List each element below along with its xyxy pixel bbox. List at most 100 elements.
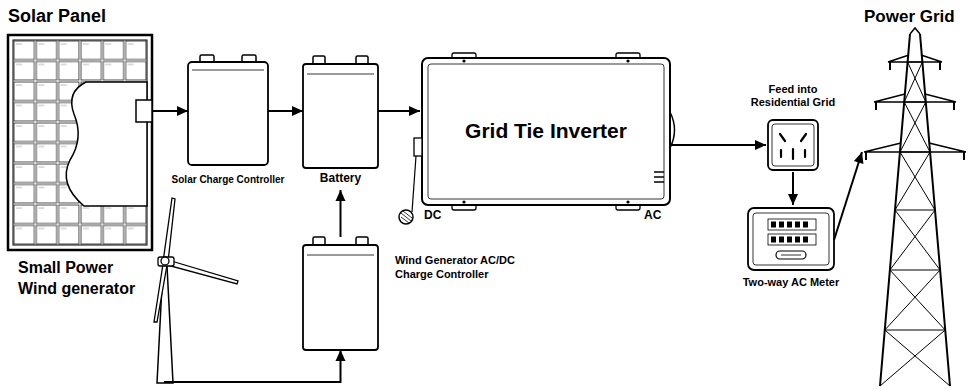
two-way-meter-node: Two-way AC Meter bbox=[748, 205, 834, 272]
arrow-head bbox=[336, 350, 346, 361]
node-label: Wind Generator AC/DC Charge Controller bbox=[395, 253, 530, 281]
inverter-figure-part bbox=[654, 171, 664, 173]
solar-panel-figure-part bbox=[13, 40, 147, 245]
label-holder: Small Power Wind generator bbox=[18, 257, 143, 299]
flow-arrow bbox=[378, 106, 420, 116]
label-holder: Solar Panel bbox=[8, 5, 152, 27]
wind-charge-controller-node: Wind Generator AC/DC Charge Controller bbox=[303, 237, 378, 350]
inverter-figure-part bbox=[626, 200, 629, 203]
wind-turbine-figure-part bbox=[167, 260, 238, 284]
flow-arrow bbox=[336, 190, 346, 237]
terminal-label: AC bbox=[644, 208, 674, 223]
arrow-head bbox=[336, 190, 346, 201]
power-tower-node: Power Grid bbox=[862, 32, 968, 386]
wind-controller-figure bbox=[303, 237, 378, 350]
meter-figure-part bbox=[781, 255, 801, 256]
flow-line bbox=[672, 144, 766, 146]
inverter-figure-part bbox=[399, 210, 413, 224]
flow-arrow bbox=[788, 172, 798, 205]
wind-turbine-figure-part bbox=[158, 257, 174, 266]
flow-arrow bbox=[152, 106, 188, 116]
label-holder: Feed into Residential Grid bbox=[743, 83, 843, 109]
wind-generator-node: Small Power Wind generator bbox=[100, 195, 240, 383]
label-holder: Wind Generator AC/DC Charge Controller bbox=[395, 253, 530, 281]
arrow-head bbox=[409, 106, 420, 116]
arrow-head bbox=[292, 106, 303, 116]
solar-panel-figure-part bbox=[136, 100, 152, 122]
label-holder: Grid Tie Inverter bbox=[428, 118, 664, 143]
meter-figure-part bbox=[776, 251, 806, 259]
battery-figure-part bbox=[303, 64, 378, 168]
meter-figure-part bbox=[748, 208, 834, 270]
charge-controller-figure bbox=[188, 55, 268, 165]
inverter-figure-part bbox=[401, 211, 412, 223]
socket-figure-part bbox=[768, 120, 818, 170]
node-label: Solar Charge Controller bbox=[158, 173, 298, 186]
meter-figure-part bbox=[753, 213, 829, 265]
battery-figure-part bbox=[307, 74, 374, 75]
socket-figure-part bbox=[772, 124, 814, 166]
inverter-figure-part bbox=[462, 59, 465, 62]
flow-arrow bbox=[834, 152, 863, 240]
inverter-figure-part bbox=[670, 112, 675, 148]
inverter-figure-part bbox=[654, 181, 664, 183]
socket-figure-part bbox=[780, 134, 806, 159]
label-holder: DC bbox=[424, 208, 454, 223]
wind-turbine-figure-part bbox=[161, 257, 169, 265]
flow-line bbox=[165, 350, 341, 383]
charge-controller-figure-part bbox=[192, 70, 264, 71]
battery-node: Battery bbox=[303, 56, 378, 190]
tower-figure-part bbox=[910, 28, 920, 34]
wind-controller-figure-part bbox=[303, 245, 378, 350]
node-label: Battery bbox=[293, 171, 388, 186]
socket-figure bbox=[768, 120, 818, 170]
label-holder: AC bbox=[644, 208, 674, 223]
node-label: Solar Panel bbox=[8, 5, 152, 27]
node-label: Power Grid bbox=[864, 6, 968, 27]
tower-figure-part bbox=[866, 62, 964, 160]
wind-turbine-figure bbox=[154, 198, 238, 383]
meter-figure bbox=[748, 208, 834, 270]
flow-line bbox=[834, 152, 862, 240]
label-holder: Two-way AC Meter bbox=[726, 275, 856, 289]
charge-controller-node: Solar Charge Controller bbox=[188, 55, 268, 190]
battery-figure bbox=[303, 56, 378, 168]
inverter-figure-part bbox=[428, 64, 664, 199]
label-holder: Solar Charge Controller bbox=[158, 173, 298, 186]
inverter-figure-part bbox=[422, 58, 670, 205]
terminal-label: DC bbox=[424, 208, 454, 223]
arrow-head bbox=[755, 140, 766, 150]
charge-controller-figure-part bbox=[188, 62, 268, 165]
inverter-figure-part bbox=[626, 59, 629, 62]
node-label: Feed into Residential Grid bbox=[743, 83, 843, 109]
tower-figure-part bbox=[864, 55, 966, 152]
node-label: Small Power Wind generator bbox=[18, 257, 143, 299]
wind-turbine-figure-part bbox=[154, 264, 167, 322]
inverter-figure bbox=[399, 53, 675, 224]
arrow-head bbox=[854, 152, 864, 164]
flow-arrow bbox=[165, 350, 346, 383]
arrow-head bbox=[177, 106, 188, 116]
node-label: Two-way AC Meter bbox=[726, 275, 856, 289]
tower-figure bbox=[864, 28, 966, 386]
solar-panel-node: Solar Panel bbox=[8, 35, 152, 250]
label-holder: Battery bbox=[293, 171, 388, 186]
solar-panel-figure-part bbox=[8, 35, 152, 250]
inverter-figure-part bbox=[654, 176, 664, 178]
meter-figure-part bbox=[771, 222, 808, 243]
inverter-figure-part bbox=[412, 156, 416, 212]
tower-figure-part bbox=[880, 34, 950, 386]
inverter-figure-part bbox=[414, 138, 422, 156]
arrow-head bbox=[788, 194, 798, 205]
node-label: Grid Tie Inverter bbox=[465, 118, 627, 143]
wind-controller-figure-part bbox=[307, 255, 374, 256]
flow-arrow bbox=[672, 140, 766, 150]
inverter-figure-part bbox=[462, 200, 465, 203]
tower-figure-part bbox=[880, 62, 950, 386]
wall-socket-node: Feed into Residential Grid bbox=[766, 118, 820, 172]
flow-arrow bbox=[268, 106, 303, 116]
wind-turbine-figure-part bbox=[163, 198, 175, 262]
